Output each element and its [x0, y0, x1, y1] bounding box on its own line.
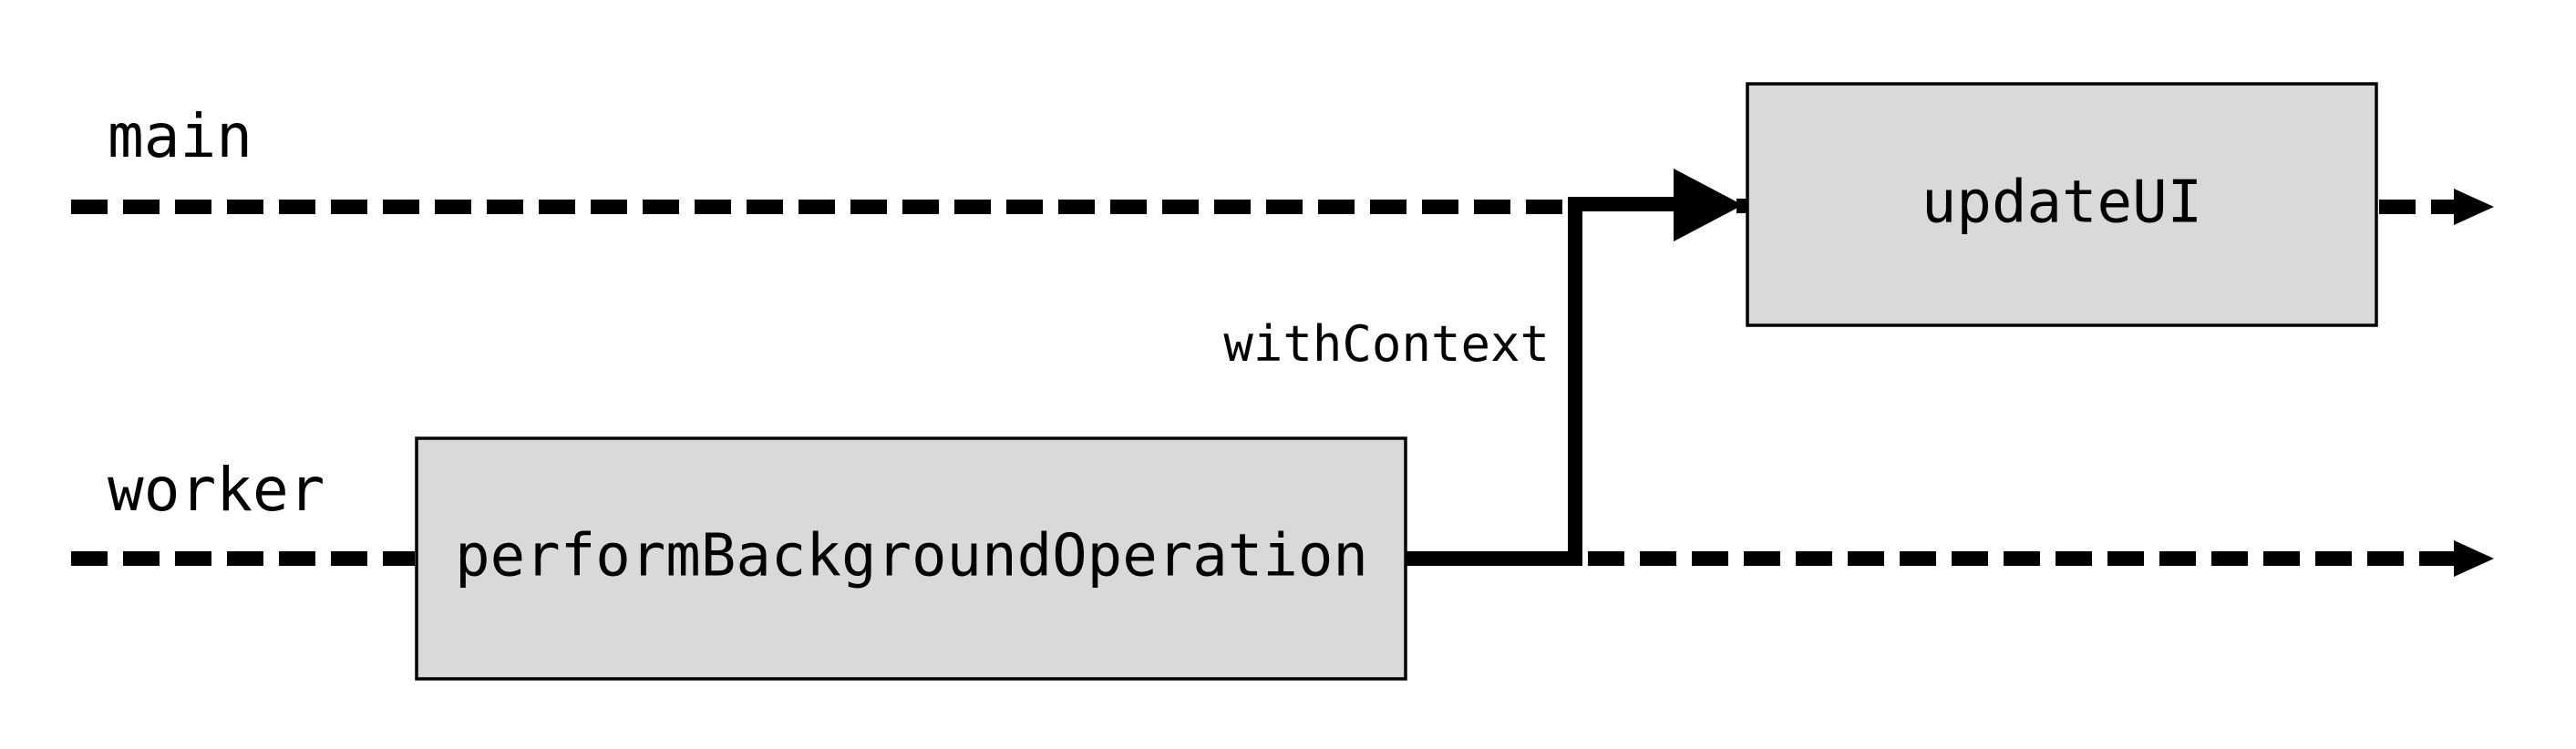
worker-lane-label: worker [108, 455, 325, 525]
worker-lane-end-arrow-icon [2454, 540, 2494, 577]
perform-background-operation-label: performBackgroundOperation [455, 523, 1368, 590]
with-context-label: withContext [1223, 315, 1550, 373]
arrow-to-update-ui-icon [1674, 169, 1743, 241]
main-lane-end-arrow-icon [2454, 189, 2494, 225]
update-ui-label: updateUI [1922, 169, 2202, 237]
update-ui-box [1746, 82, 2378, 327]
main-lane-label: main [108, 101, 252, 171]
